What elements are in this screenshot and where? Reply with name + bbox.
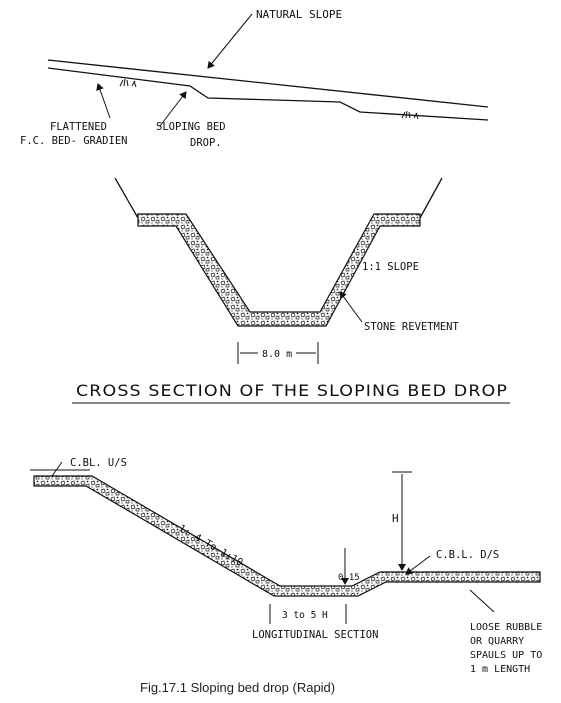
height-label: H xyxy=(392,512,399,525)
longitudinal-title: LONGITUDINAL SECTION xyxy=(252,629,378,641)
longitudinal-section-diagram: C.BL. U/S 1: 4 To 1:10 H 0.15 C.B.L. D/S… xyxy=(30,457,542,675)
right-bank-line xyxy=(419,177,443,219)
sloping-bed-leader xyxy=(159,91,187,127)
rubble-label-line4: 1 m LENGTH xyxy=(470,664,530,675)
natural-slope-label: NATURAL SLOPE xyxy=(256,8,342,21)
rubble-label-line1: LOOSE RUBBLE xyxy=(470,622,542,633)
glacis-rubble-lining xyxy=(33,475,541,597)
length-label: 3 to 5 H xyxy=(282,610,328,621)
sloping-bed-label-line1: SLOPING BED xyxy=(156,121,226,133)
cbl-ds-label: C.B.L. D/S xyxy=(436,549,499,561)
rubble-leader xyxy=(469,589,495,613)
stone-revetment-label: STONE REVETMENT xyxy=(364,321,460,333)
figure-caption: Fig.17.1 Sloping bed drop (Rapid) xyxy=(140,680,335,695)
cbl-us-label: C.BL. U/S xyxy=(70,457,127,469)
glacis-slope-label: 1: 4 To 1:10 xyxy=(177,523,245,569)
natural-slope-leader xyxy=(207,13,253,69)
cross-section-diagram: 1:1 SLOPE STONE REVETMENT 8.0 m CROSS SE… xyxy=(72,177,510,404)
grass-tuft-left xyxy=(119,78,137,88)
left-bank-line xyxy=(114,177,139,219)
flattened-label-line2: F.C. BED- GRADIEN xyxy=(20,135,127,147)
cross-section-title: CROSS SECTION OF THE SLOPING BED DROP xyxy=(76,381,508,400)
stone-revetment-lining xyxy=(137,213,421,327)
bed-width-label: 8.0 m xyxy=(262,349,292,360)
flattened-label-line1: FLATTENED xyxy=(50,121,107,133)
flattened-leader xyxy=(96,83,111,119)
bed-gradient-line xyxy=(47,67,489,121)
natural-slope-line xyxy=(47,59,489,108)
rubble-label-line3: SPAULS UP TO xyxy=(470,650,542,661)
stone-revetment-leader xyxy=(339,291,363,323)
top-profile-diagram: NATURAL SLOPE FLATTENED F.C. BED- GRADIE… xyxy=(20,8,489,149)
depth-label: 0.15 xyxy=(338,573,360,583)
rubble-label-line2: OR QUARRY xyxy=(470,636,524,647)
slope-ratio-label: 1:1 SLOPE xyxy=(362,261,419,273)
sloping-bed-label-line2: DROP. xyxy=(190,137,222,149)
grass-tuft-right xyxy=(401,110,419,120)
cbl-us-leader xyxy=(51,461,63,477)
cbl-ds-leader xyxy=(405,555,431,575)
